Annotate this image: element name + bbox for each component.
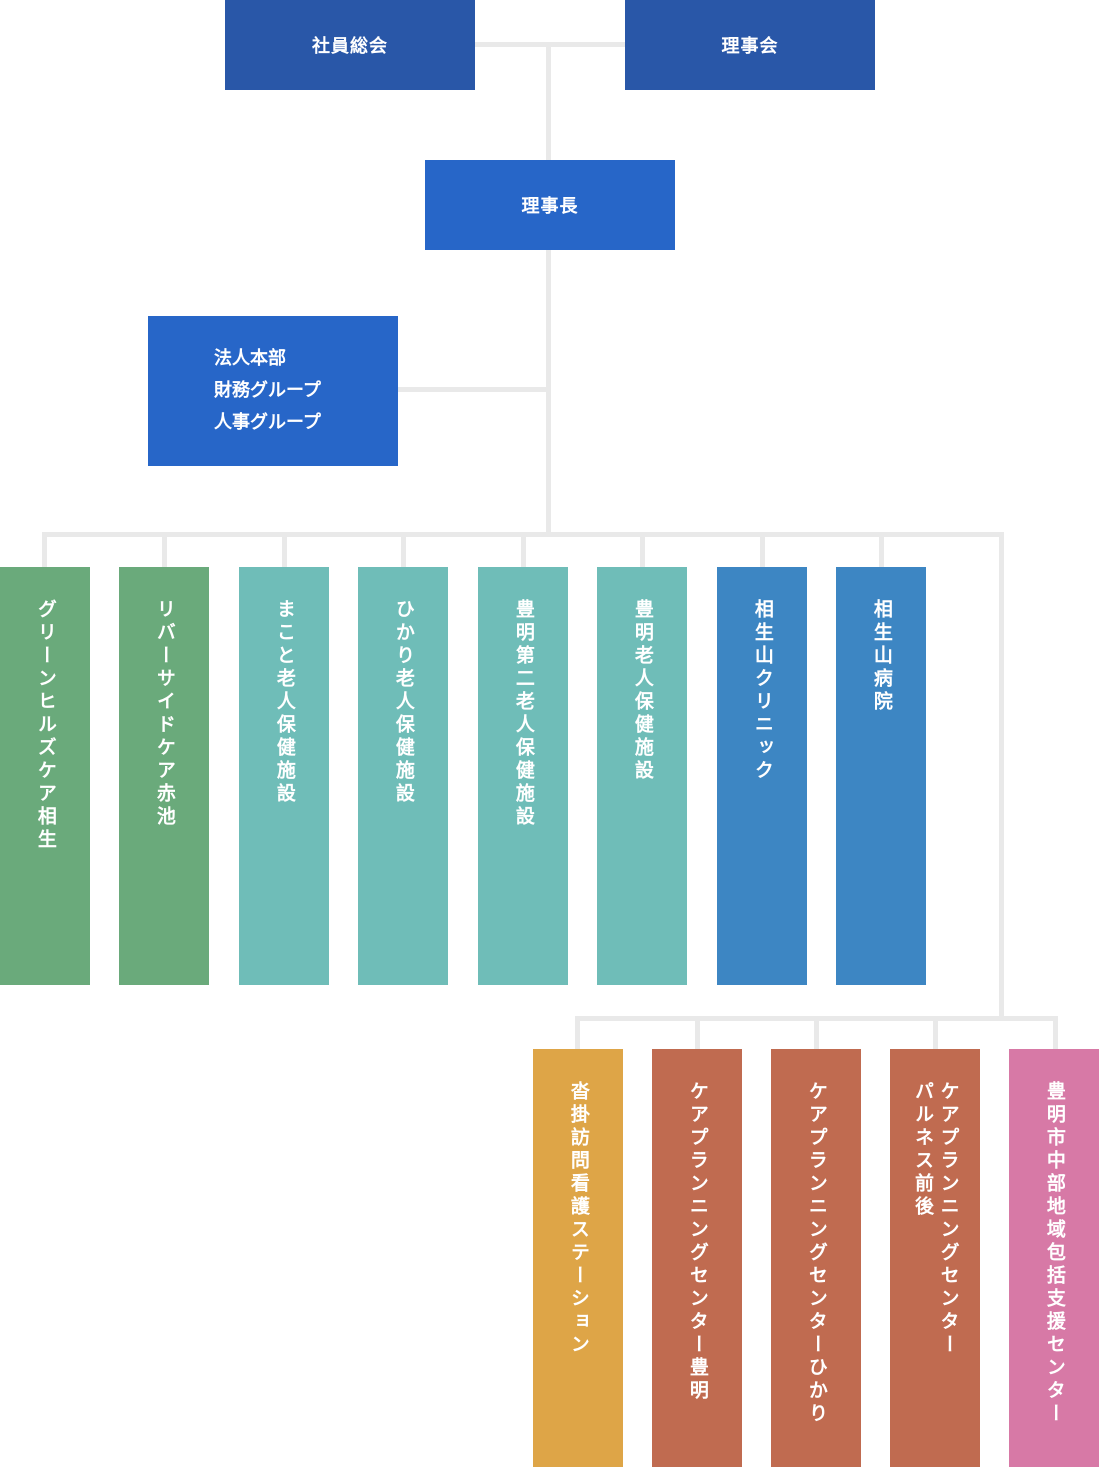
facility-box: グリーンヒルズケア相生 bbox=[0, 567, 90, 985]
facility-box: ケアプランニングセンター豊明 bbox=[652, 1049, 742, 1467]
facility-label: まこと老人保健施設 bbox=[273, 599, 296, 806]
facility-box: ひかり老人保健施設 bbox=[358, 567, 448, 985]
connector-row1-drop bbox=[42, 532, 47, 568]
connector-row2-drop bbox=[814, 1016, 819, 1050]
facility-label: 沓掛訪問看護ステーション bbox=[567, 1081, 590, 1357]
facility-box: 豊明老人保健施設 bbox=[597, 567, 687, 985]
facility-label: ケアプランニングセンター豊明 bbox=[686, 1081, 709, 1403]
facility-label: ケアプランニングセンターひかり bbox=[805, 1081, 828, 1426]
connector-row1-drop bbox=[401, 532, 406, 568]
facility-label: リバーサイドケア赤池 bbox=[153, 599, 176, 829]
facility-box: まこと老人保健施設 bbox=[239, 567, 329, 985]
connector-row2-drop bbox=[933, 1016, 938, 1050]
connector-row1-drop bbox=[640, 532, 645, 568]
connector-row2-drop bbox=[575, 1016, 580, 1050]
headquarters-line: 法人本部 bbox=[214, 348, 286, 369]
board-label: 理事会 bbox=[721, 36, 779, 57]
facility-label: 相生山病院 bbox=[870, 599, 893, 714]
connector-row2-drop bbox=[695, 1016, 700, 1050]
facility-box: ケアプランニングセンター パルネス前後 bbox=[890, 1049, 980, 1467]
headquarters-box: 法人本部 財務グループ 人事グループ bbox=[148, 316, 398, 466]
connector-right-vertical bbox=[999, 532, 1004, 1020]
facility-label: 相生山クリニック bbox=[751, 599, 774, 783]
board-box: 理事会 bbox=[625, 0, 875, 90]
facility-label: 豊明市中部地域包括支援センター bbox=[1043, 1081, 1066, 1426]
facility-box: 豊明第二老人保健施設 bbox=[478, 567, 568, 985]
chairman-box: 理事長 bbox=[425, 160, 675, 250]
connector-row1-drop bbox=[879, 532, 884, 568]
facility-box: 沓掛訪問看護ステーション bbox=[533, 1049, 623, 1467]
finance-group-line: 財務グループ bbox=[214, 380, 321, 401]
facility-label: 豊明第二老人保健施設 bbox=[512, 599, 535, 829]
general-meeting-label: 社員総会 bbox=[312, 36, 388, 57]
facility-label: ケアプランニングセンター パルネス前後 bbox=[912, 1081, 960, 1357]
facility-box: 豊明市中部地域包括支援センター bbox=[1009, 1049, 1099, 1467]
chairman-label: 理事長 bbox=[521, 196, 579, 217]
connector-main-trunk bbox=[546, 42, 551, 534]
facility-box: ケアプランニングセンターひかり bbox=[771, 1049, 861, 1467]
hr-group-line: 人事グループ bbox=[214, 412, 321, 433]
connector-row2-drop bbox=[1053, 1016, 1058, 1050]
facility-box: 相生山クリニック bbox=[717, 567, 807, 985]
connector-row1-drop bbox=[282, 532, 287, 568]
facility-label: グリーンヒルズケア相生 bbox=[34, 599, 57, 852]
facility-label: ひかり老人保健施設 bbox=[392, 599, 415, 806]
facility-label: 豊明老人保健施設 bbox=[631, 599, 654, 783]
facility-box: 相生山病院 bbox=[836, 567, 926, 985]
general-meeting-box: 社員総会 bbox=[225, 0, 475, 90]
connector-row1-drop bbox=[521, 532, 526, 568]
connector-row1-drop bbox=[162, 532, 167, 568]
connector-headquarters bbox=[398, 387, 548, 392]
connector-row1-drop bbox=[760, 532, 765, 568]
facility-box: リバーサイドケア赤池 bbox=[119, 567, 209, 985]
